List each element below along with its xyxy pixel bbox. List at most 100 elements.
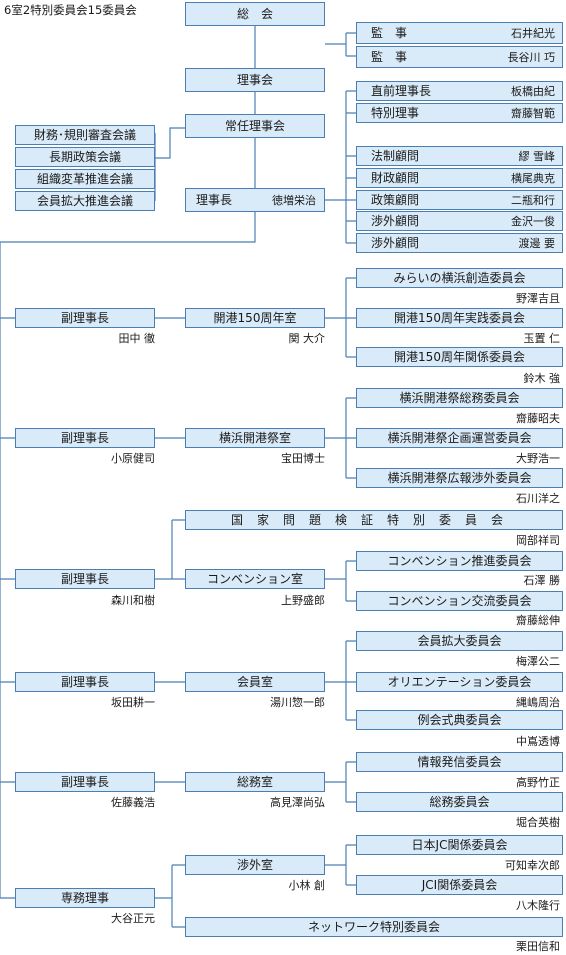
president-role: 理事長 — [196, 193, 233, 207]
special-committee-label: ネットワーク特別委員会 — [307, 920, 440, 934]
general-assembly-label: 総 会 — [236, 7, 273, 21]
committee-label: オリエンテーション委員会 — [387, 675, 532, 689]
vp-label: 副理事長 — [60, 775, 109, 789]
council-label: 組織変革推進会議 — [36, 172, 133, 186]
vp-name: 坂田耕一 — [111, 696, 155, 709]
auditor-role: 監 事 — [371, 26, 408, 40]
committee-chair-name: 齋藤総伸 — [516, 614, 560, 627]
office-chair-name: 関 大介 — [288, 332, 326, 345]
committee-label: 総務委員会 — [429, 795, 490, 809]
auditor-name: 長谷川 巧 — [507, 50, 556, 64]
office-label: 渉外室 — [236, 858, 273, 872]
committee-box: 開港150周年関係委員会 — [356, 347, 563, 367]
committee-chair-name: 石澤 勝 — [523, 574, 561, 587]
special-committee-chair-name: 栗田信和 — [516, 940, 560, 953]
advisor-box: 直前理事長板橋由紀 — [356, 81, 563, 101]
standing-board-box: 常任理事会 — [185, 114, 325, 138]
committee-chair-name: 八木隆行 — [516, 899, 560, 912]
council-label: 長期政策会議 — [48, 150, 121, 164]
vp-box: 副理事長 — [15, 308, 155, 328]
office-label: コンベンション室 — [206, 572, 303, 586]
vp-name: 小原健司 — [111, 452, 155, 465]
committee-label: 横浜開港祭総務委員会 — [399, 391, 520, 405]
committee-box: オリエンテーション委員会 — [356, 672, 563, 692]
advisor-box: 財政顧問横尾典克 — [356, 168, 563, 188]
vp-box: 副理事長 — [15, 569, 155, 589]
council-box: 財務･規則審査会議 — [15, 125, 155, 145]
committee-chair-name: 可知幸次郎 — [505, 859, 560, 872]
general-assembly-box: 総 会 — [185, 2, 325, 26]
office-chair-name: 上野盛郎 — [281, 594, 325, 607]
committee-label: 例会式典委員会 — [417, 713, 502, 727]
standing-board-label: 常任理事会 — [224, 119, 285, 133]
committee-chair-name: 堀合英樹 — [516, 816, 560, 829]
advisor-box: 渉外顧問金沢一俊 — [356, 211, 563, 231]
special-committee-box: 国家問題検証特別委員会 — [185, 510, 563, 530]
council-box: 会員拡大推進会議 — [15, 191, 155, 211]
committee-label: 日本JC関係委員会 — [411, 838, 508, 852]
office-chair-name: 小林 創 — [288, 879, 326, 892]
office-label: 横浜開港祭室 — [218, 431, 291, 445]
committee-box: 横浜開港祭広報渉外委員会 — [356, 468, 563, 488]
vp-box: 副理事長 — [15, 772, 155, 792]
council-box: 長期政策会議 — [15, 147, 155, 167]
president-box: 理事長 徳増栄治 — [185, 188, 325, 212]
advisor-role: 財政顧問 — [371, 171, 420, 185]
advisor-role: 法制顧問 — [371, 149, 420, 163]
council-label: 財務･規則審査会議 — [33, 128, 136, 142]
committee-box: 総務委員会 — [356, 792, 563, 812]
committee-box: 情報発信委員会 — [356, 752, 563, 772]
office-box: 総務室 — [185, 772, 325, 792]
committee-box: みらいの横浜創造委員会 — [356, 268, 563, 288]
committee-box: 横浜開港祭企画運営委員会 — [356, 428, 563, 448]
advisor-name: 金沢一俊 — [511, 214, 555, 228]
advisor-name: 齋藤智範 — [511, 106, 555, 120]
committee-label: みらいの横浜創造委員会 — [393, 271, 526, 285]
committee-box: 日本JC関係委員会 — [356, 835, 563, 855]
advisor-box: 渉外顧問渡邊 要 — [356, 233, 563, 253]
office-chair-name: 宝田博士 — [281, 452, 325, 465]
office-label: 開港150周年室 — [213, 311, 297, 325]
advisor-role: 政策顧問 — [371, 193, 420, 207]
vp-label: 副理事長 — [60, 675, 109, 689]
president-name: 徳増栄治 — [272, 193, 316, 207]
vp-label: 副理事長 — [60, 431, 109, 445]
committee-box: 例会式典委員会 — [356, 710, 563, 730]
chart-title: 6室2特別委員会15委員会 — [4, 3, 137, 17]
committee-label: コンベンション交流委員会 — [387, 594, 532, 608]
committee-chair-name: 縄嶋周治 — [516, 696, 560, 709]
advisor-name: 板橋由紀 — [511, 84, 555, 98]
office-box: 会員室 — [185, 672, 325, 692]
special-committee-box: ネットワーク特別委員会 — [185, 917, 563, 937]
advisor-role: 渉外顧問 — [371, 236, 420, 250]
office-label: 総務室 — [236, 775, 273, 789]
committee-box: コンベンション交流委員会 — [356, 591, 563, 611]
committee-chair-name: 齋藤昭夫 — [516, 412, 560, 425]
office-chair-name: 高見澤尚弘 — [270, 796, 325, 809]
vp-name: 田中 徹 — [118, 332, 156, 345]
committee-chair-name: 石川洋之 — [516, 492, 560, 505]
vp-name: 森川和樹 — [111, 594, 155, 607]
office-label: 会員室 — [236, 675, 273, 689]
executive-director-name: 大谷正元 — [111, 912, 155, 925]
auditor-role: 監 事 — [371, 50, 408, 64]
committee-chair-name: 野澤吉且 — [516, 292, 560, 305]
committee-label: 会員拡大委員会 — [417, 634, 502, 648]
vp-label: 副理事長 — [60, 311, 109, 325]
vp-label: 副理事長 — [60, 572, 109, 586]
vp-name: 佐藤義浩 — [111, 796, 155, 809]
office-box: 渉外室 — [185, 855, 325, 875]
board-label: 理事会 — [236, 73, 273, 87]
committee-label: 開港150周年関係委員会 — [394, 350, 525, 364]
executive-director-box: 専務理事 — [15, 888, 155, 908]
advisor-box: 特別理事齋藤智範 — [356, 103, 563, 123]
committee-chair-name: 大野浩一 — [516, 452, 560, 465]
office-box: コンベンション室 — [185, 569, 325, 589]
committee-chair-name: 鈴木 強 — [523, 372, 561, 385]
special-committee-chair-name: 岡部祥司 — [516, 534, 560, 547]
committee-box: 開港150周年実践委員会 — [356, 308, 563, 328]
special-committee-label: 国家問題検証特別委員会 — [230, 513, 517, 527]
board-box: 理事会 — [185, 68, 325, 92]
committee-box: 会員拡大委員会 — [356, 631, 563, 651]
committee-box: コンベンション推進委員会 — [356, 551, 563, 571]
